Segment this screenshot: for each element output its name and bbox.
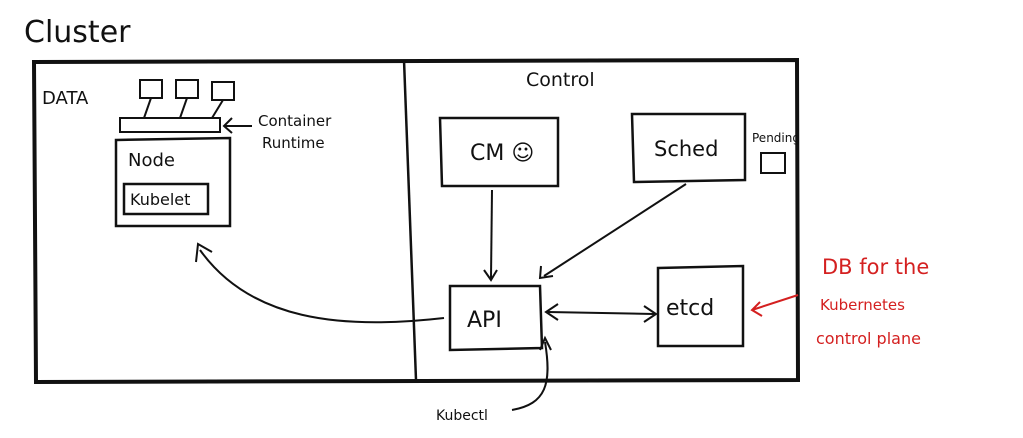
kubectl-label: Kubectl <box>436 408 488 424</box>
data-plane-label: DATA <box>42 88 89 109</box>
kubelet-box <box>122 182 210 216</box>
api-box <box>448 284 544 352</box>
runtime-label-1: Container <box>258 112 332 130</box>
node-box <box>114 136 232 228</box>
control-plane-label: Control <box>526 69 595 91</box>
kubelet-label: Kubelet <box>130 190 190 209</box>
annotation-line-3: control plane <box>816 329 921 348</box>
cm-box <box>438 116 560 188</box>
etcd-box <box>656 264 745 348</box>
cluster-title: Cluster <box>24 15 131 50</box>
api-label: API <box>467 308 502 333</box>
annotation-line-1: DB for the <box>822 255 929 279</box>
api-etcd-arrow <box>544 303 658 323</box>
cm-to-api-arrow <box>483 189 498 282</box>
sched-label: Sched <box>654 137 718 161</box>
runtime-label-2: Runtime <box>262 134 325 152</box>
etcd-annotation: DB for the Kubernetes control plane <box>750 255 929 348</box>
container-icon <box>211 81 235 101</box>
pending-label: Pending <box>752 131 800 145</box>
api-to-node-arrow <box>195 242 445 324</box>
kubectl-arrow <box>511 335 552 411</box>
node-label: Node <box>128 150 175 171</box>
cluster-box <box>31 57 801 385</box>
annotation-arrow <box>750 294 799 317</box>
container-icon <box>175 79 199 99</box>
container-runtime <box>119 79 235 133</box>
cm-label: CM ☺ <box>470 141 534 166</box>
etcd-label: etcd <box>666 296 714 321</box>
annotation-line-2: Kubernetes <box>820 296 905 314</box>
runtime-arrow <box>222 117 252 134</box>
sched-to-api-arrow <box>538 183 687 280</box>
plane-divider <box>402 59 418 381</box>
container-icon <box>139 79 163 99</box>
pending-pod-box <box>760 152 786 174</box>
sched-box <box>630 112 747 184</box>
